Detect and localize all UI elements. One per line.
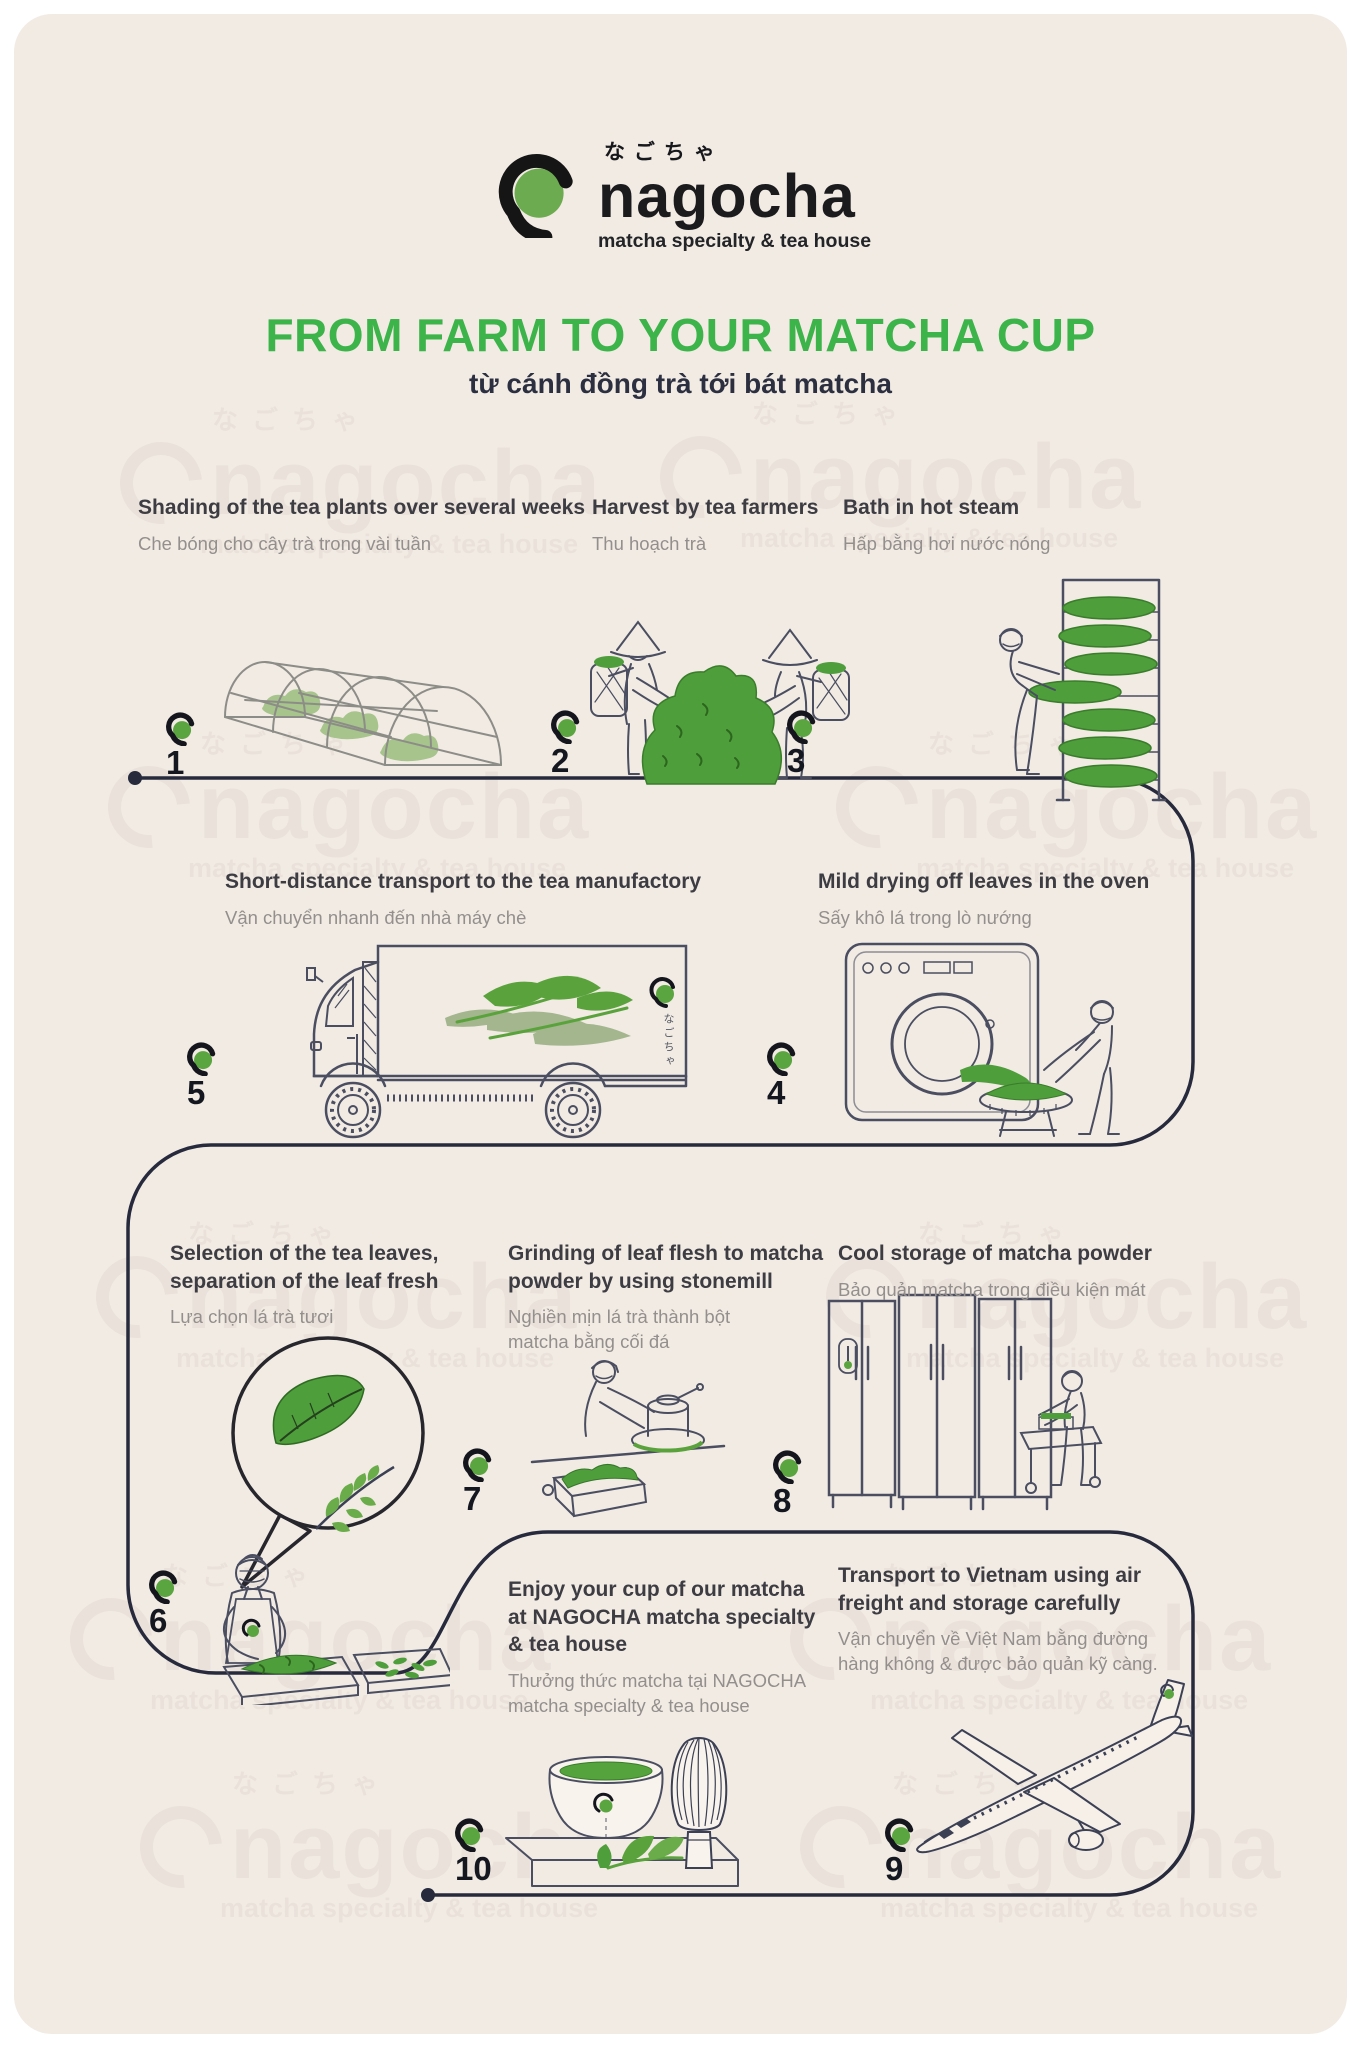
step-title: Harvest by tea farmers [592, 496, 819, 519]
step-title: Grinding of leaf flesh to matcha powder … [508, 1242, 824, 1293]
step-5-text: Short-distance transport to the tea manu… [225, 868, 701, 931]
brand-tagline: matcha specialty & tea house [597, 230, 872, 252]
step-caption: Vận chuyển nhanh đến nhà máy chè [225, 906, 527, 928]
step-title: Cool storage of matcha powder [838, 1242, 1152, 1265]
brand-name: nagocha [597, 162, 856, 230]
step-9-marker: 9 [882, 1816, 952, 1885]
step-marker-icon [551, 710, 580, 744]
step-9-text: Transport to Vietnam using air freight a… [838, 1562, 1158, 1677]
step-marker-icon [767, 1042, 796, 1076]
step-caption: Sấy khô lá trong lò nướng [818, 906, 1032, 928]
step-marker-icon [149, 1570, 178, 1604]
step-6-marker: 6 [146, 1568, 216, 1637]
step-caption: Vận chuyển về Việt Nam bằng đường hàng k… [838, 1628, 1158, 1675]
step-5-marker: 5 [184, 1040, 254, 1109]
cold-storage-illustration [825, 1285, 1105, 1532]
brand-kana: なごちゃ [603, 141, 724, 164]
step-3-text: Bath in hot steam Hấp bằng hơi nước nóng [843, 494, 1050, 557]
steaming-rack-illustration [925, 570, 1170, 805]
matcha-cup-illustration [492, 1716, 757, 1888]
step-title: Transport to Vietnam using air freight a… [838, 1564, 1142, 1615]
step-title: Shading of the tea plants over several w… [138, 496, 585, 519]
step-caption: Lựa chọn lá trà tươi [170, 1306, 334, 1328]
flow-end-dot [421, 1888, 435, 1902]
step-number: 2 [551, 742, 570, 779]
step-number: 4 [767, 1074, 786, 1111]
brand-mark-icon [498, 154, 573, 238]
step-number: 8 [773, 1482, 792, 1519]
airplane-illustration [908, 1672, 1208, 1887]
step-number: 10 [455, 1850, 492, 1887]
poster-panel [14, 14, 1347, 2034]
step-4-text: Mild drying off leaves in the oven Sấy k… [818, 868, 1149, 931]
step-1-text: Shading of the tea plants over several w… [138, 494, 585, 557]
step-marker-icon [166, 712, 195, 746]
step-title: Bath in hot steam [843, 496, 1020, 519]
page-subtitle: từ cánh đồng trà tới bát matcha [469, 368, 892, 399]
step-7-text: Grinding of leaf flesh to matcha powder … [508, 1240, 823, 1355]
harvest-illustration [585, 598, 855, 788]
step-2-marker: 2 [548, 708, 618, 777]
step-number: 9 [885, 1850, 904, 1887]
step-title: Short-distance transport to the tea manu… [225, 870, 702, 893]
step-title: Mild drying off leaves in the oven [818, 870, 1150, 893]
step-marker-icon [455, 1818, 484, 1852]
step-8-marker: 8 [770, 1448, 840, 1517]
step-8-text: Cool storage of matcha powder Bảo quản m… [838, 1240, 1152, 1303]
greenhouse-illustration [205, 565, 505, 790]
step-3-marker: 3 [784, 708, 854, 777]
step-4-marker: 4 [764, 1040, 834, 1109]
step-title: Selection of the tea leaves, separation … [170, 1242, 439, 1293]
step-number: 6 [149, 1602, 168, 1639]
step-caption: Bảo quản matcha trong điều kiện mát [838, 1278, 1146, 1300]
step-marker-icon [773, 1450, 802, 1484]
step-10-text: Enjoy your cup of our matcha at NAGOCHA … [508, 1576, 815, 1719]
oven-illustration [840, 928, 1150, 1145]
step-6-text: Selection of the tea leaves, separation … [170, 1240, 438, 1330]
step-caption: Che bóng cho cây trà trong vài tuần [138, 532, 432, 554]
step-marker-icon [787, 710, 816, 744]
step-7-marker: 7 [460, 1446, 530, 1515]
step-title: Enjoy your cup of our matcha at NAGOCHA … [508, 1578, 816, 1657]
truck-illustration [235, 938, 695, 1145]
step-number: 5 [187, 1074, 206, 1111]
stonemill-illustration [528, 1348, 728, 1533]
flow-start-dot [128, 771, 142, 785]
page-title: FROM FARM TO YOUR MATCHA CUP [265, 309, 1096, 361]
step-10-marker: 10 [452, 1816, 522, 1885]
step-2-text: Harvest by tea farmers Thu hoạch trà [592, 494, 818, 557]
step-caption: Hấp bằng hơi nước nóng [843, 532, 1051, 554]
step-number: 1 [166, 744, 185, 781]
step-caption: Thưởng thức matcha tại NAGOCHA matcha sp… [508, 1670, 807, 1717]
brand-logo: なごちゃ nagocha matcha specialty & tea hous… [0, 136, 1361, 253]
step-caption: Nghiền mịn lá trà thành bột matcha bằng … [508, 1306, 731, 1353]
step-marker-icon [187, 1042, 216, 1076]
step-marker-icon [885, 1818, 914, 1852]
step-marker-icon [463, 1448, 492, 1482]
step-1-marker: 1 [163, 710, 233, 779]
step-number: 3 [787, 742, 806, 779]
leaf-selection-illustration [160, 1333, 450, 1705]
step-caption: Thu hoạch trà [592, 532, 707, 554]
truck-kana-label: なごちゃ [662, 1013, 674, 1069]
step-number: 7 [463, 1480, 482, 1517]
